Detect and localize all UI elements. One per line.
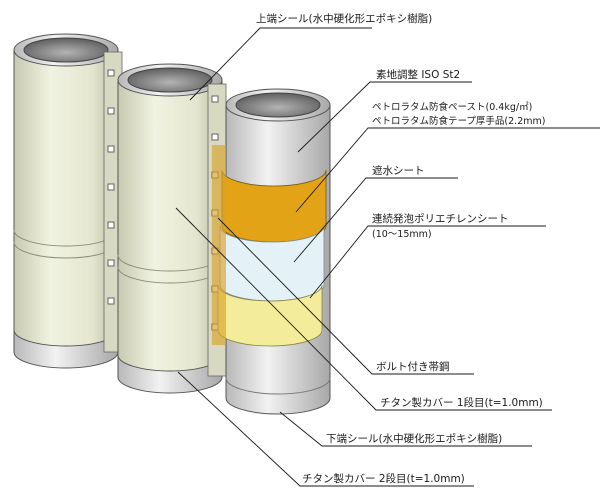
leader-petrolatum [295,127,600,213]
label-pe-foam-sheet: 連続発泡ポリエチレンシート [372,212,509,225]
pipe-left [13,33,119,369]
pipe-middle-bottom-steel [117,354,223,394]
leader-bolted-strip [217,217,474,375]
leader-titanium-2 [177,371,474,487]
cover-edge-strip [212,145,226,345]
petrolatum-layer [221,169,327,243]
label-titanium-cover-2: チタン製カバー 2段目(t=1.0mm) [302,472,465,485]
waterproof-sheet-layer [219,225,325,302]
leader-lower-seal [279,411,532,447]
pipe-middle-body [117,79,223,392]
label-petrolatum-tape: ペトロラタム防食テープ厚手品(2.2mm) [372,115,545,127]
leader-lines [175,27,600,487]
label-surface-prep: 素地調整 ISO St2 [376,68,460,81]
labels: 上端シール(水中硬化形エポキシ樹脂) 素地調整 ISO St2 ペトロラタム防食… [256,12,545,485]
pipe-left-body [13,49,119,367]
pipe-left-opening [23,37,109,63]
pipe-middle [117,63,223,394]
label-titanium-cover-1: チタン製カバー 1段目(t=1.0mm) [380,396,543,409]
pe-foam-layer [217,284,323,347]
label-waterproof-sheet: 遮水シート [372,164,425,177]
label-lower-seal: 下端シール(水中硬化形エポキシ樹脂) [326,432,502,445]
label-petrolatum-paste: ペトロラタム防食ペースト(0.4kg/㎡) [372,101,532,113]
label-pe-foam-thickness: (10〜15mm) [372,229,432,240]
pipe-middle-opening [127,67,213,93]
leader-pe-foam [309,225,546,299]
leader-surface-prep [297,81,472,153]
leader-titanium-1 [175,207,552,411]
label-upper-seal: 上端シール(水中硬化形エポキシ樹脂) [256,12,432,25]
leader-waterproof [293,177,458,263]
pipe-right-opening [235,92,321,118]
leader-upper-seal [189,27,372,101]
label-bolted-strip: ボルト付き帯鋼 [376,360,450,373]
